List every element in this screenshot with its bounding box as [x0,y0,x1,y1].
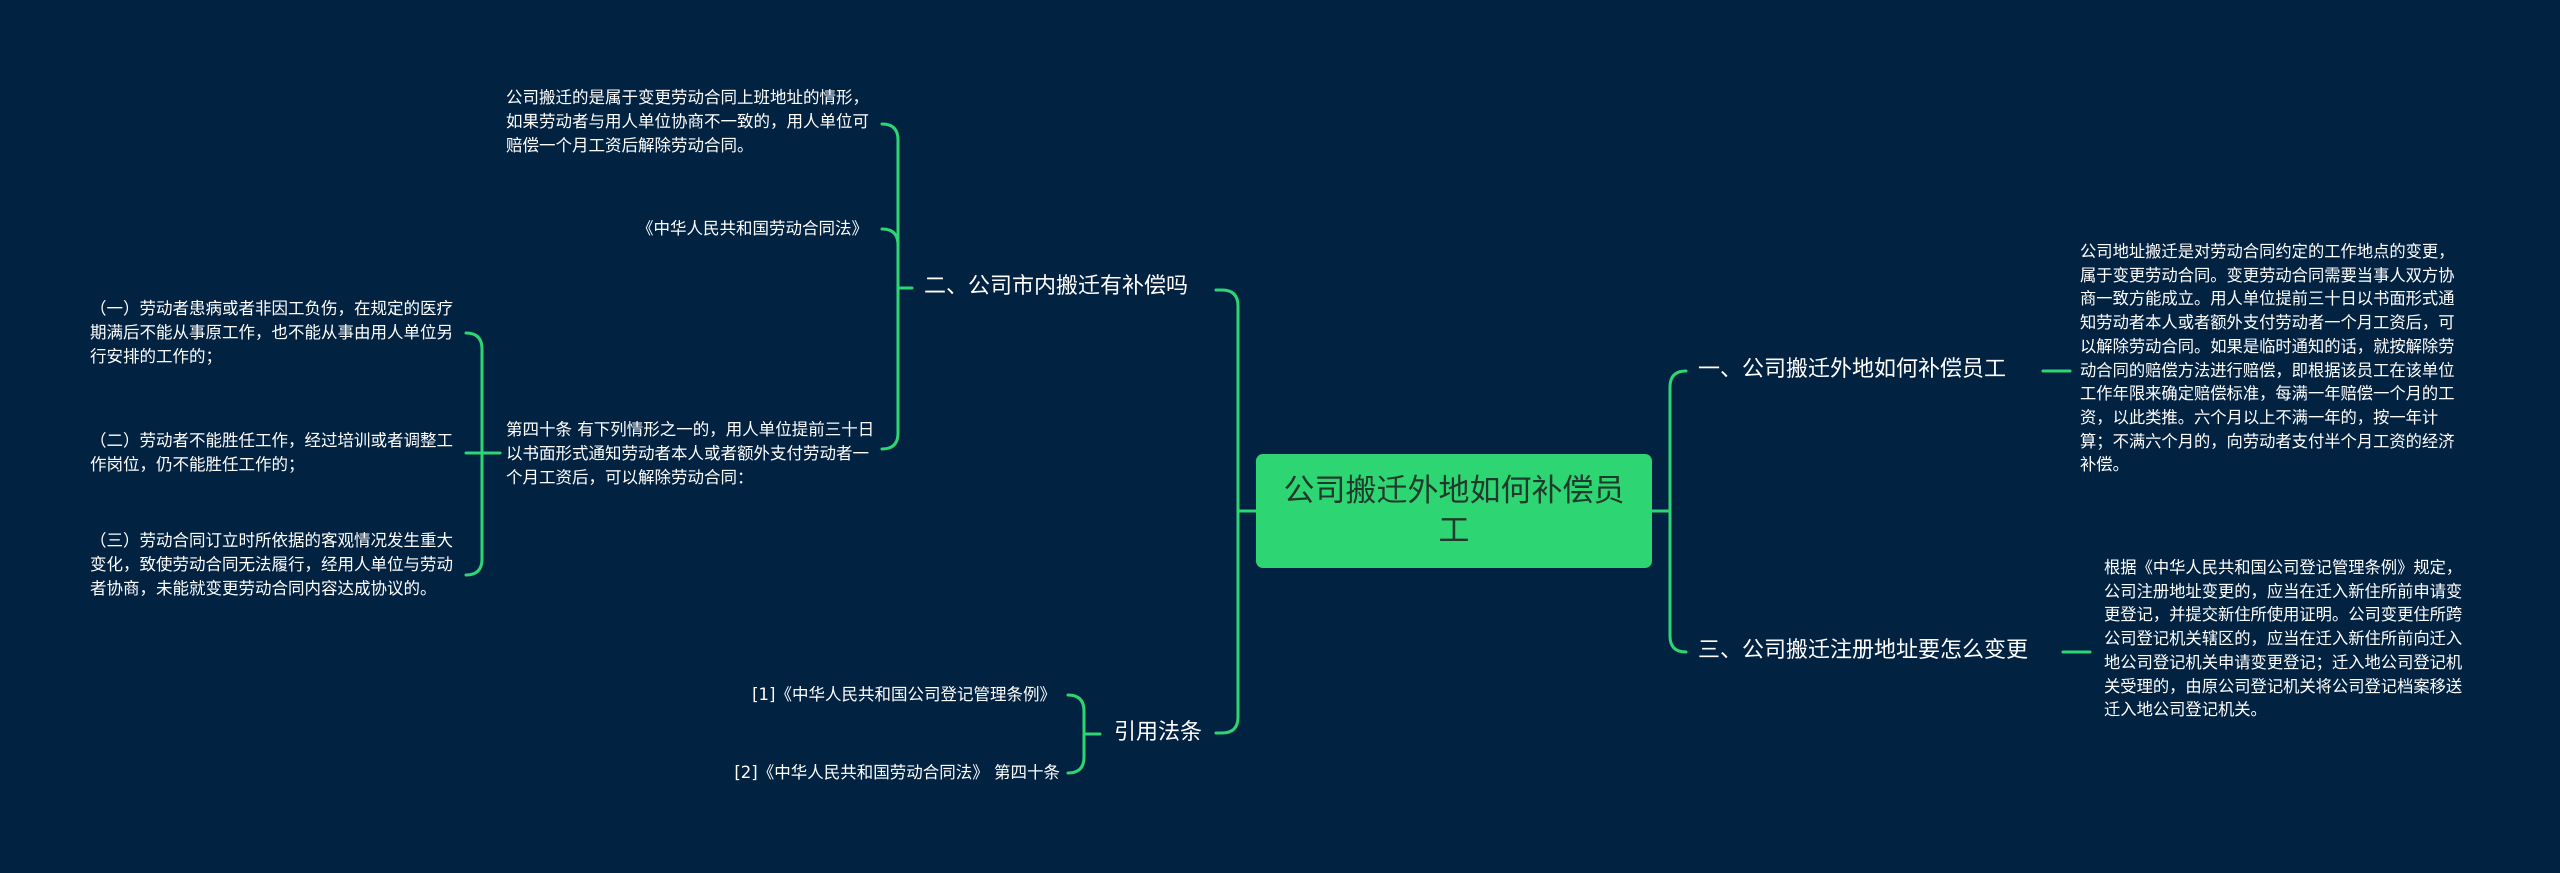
leaf-node-registration-regulation[interactable]: 根据《中华人民共和国公司登记管理条例》规定，公司注册地址变更的，应当在迁入新住所… [2104,556,2474,722]
leaf-node-citation-2[interactable]: [2]《中华人民共和国劳动合同法》 第四十条 [640,761,1060,785]
leaf-text: （二）劳动者不能胜任工作，经过培训或者调整工作岗位，仍不能胜任工作的； [90,431,453,474]
branch-node-cited-laws[interactable]: 引用法条 [1114,718,1202,748]
branch-node-relocation-compensation[interactable]: 一、公司搬迁外地如何补偿员工 [1698,355,2006,385]
root-node[interactable]: 公司搬迁外地如何补偿员工 [1256,454,1652,568]
connector-b4-bracket [1066,693,1086,775]
branch-node-registered-address-change[interactable]: 三、公司搬迁注册地址要怎么变更 [1698,636,2028,666]
leaf-node-compensation-detail[interactable]: 公司地址搬迁是对劳动合同约定的工作地点的变更，属于变更劳动合同。变更劳动合同需要… [2080,240,2460,477]
branch-label: 三、公司搬迁注册地址要怎么变更 [1698,638,2029,663]
leaf-text: （一）劳动者患病或者非因工负伤，在规定的医疗期满后不能从事原工作，也不能从事由用… [90,299,453,366]
leaf-text: [1]《中华人民共和国公司登记管理条例》 [752,685,1056,704]
connector-b2-bracket [880,122,900,451]
branch-label: 引用法条 [1114,720,1203,745]
leaf-text: （三）劳动合同订立时所依据的客观情况发生重大变化，致使劳动合同无法履行，经用人单… [90,531,453,598]
leaf-node-citation-1[interactable]: [1]《中华人民共和国公司登记管理条例》 [660,683,1056,707]
leaf-text: 《中华人民共和国劳动合同法》 [637,219,868,238]
leaf-node-article-40[interactable]: 第四十条 有下列情形之一的，用人单位提前三十日以书面形式通知劳动者本人或者额外支… [506,418,882,490]
leaf-text: 公司地址搬迁是对劳动合同约定的工作地点的变更，属于变更劳动合同。变更劳动合同需要… [2080,242,2455,475]
leaf-text: 第四十条 有下列情形之一的，用人单位提前三十日以书面形式通知劳动者本人或者额外支… [506,420,875,487]
branch-label: 一、公司搬迁外地如何补偿员工 [1698,357,2007,382]
branch-node-local-relocation[interactable]: 二、公司市内搬迁有补偿吗 [924,272,1188,302]
branch-label: 二、公司市内搬迁有补偿吗 [924,274,1189,299]
connector-article-bracket [464,331,484,577]
root-node-label: 公司搬迁外地如何补偿员工 [1283,473,1625,549]
leaf-node-article-item-1[interactable]: （一）劳动者患病或者非因工负伤，在规定的医疗期满后不能从事原工作，也不能从事由用… [90,297,460,369]
connector-right-trunk [1668,369,1688,654]
leaf-text: [2]《中华人民共和国劳动合同法》 第四十条 [734,763,1060,782]
leaf-text: 根据《中华人民共和国公司登记管理条例》规定，公司注册地址变更的，应当在迁入新住所… [2104,558,2463,720]
leaf-node-article-item-3[interactable]: （三）劳动合同订立时所依据的客观情况发生重大变化，致使劳动合同无法履行，经用人单… [90,529,460,601]
leaf-text: 公司搬迁的是属于变更劳动合同上班地址的情形，如果劳动者与用人单位协商不一致的，用… [506,88,869,155]
leaf-node-labor-contract-law[interactable]: 《中华人民共和国劳动合同法》 [560,217,868,241]
connector-b2-mid [880,227,900,247]
leaf-node-local-relocation-explanation[interactable]: 公司搬迁的是属于变更劳动合同上班地址的情形，如果劳动者与用人单位协商不一致的，用… [506,86,876,158]
connector-left-trunk [1220,288,1240,735]
leaf-node-article-item-2[interactable]: （二）劳动者不能胜任工作，经过培训或者调整工作岗位，仍不能胜任工作的； [90,429,460,477]
